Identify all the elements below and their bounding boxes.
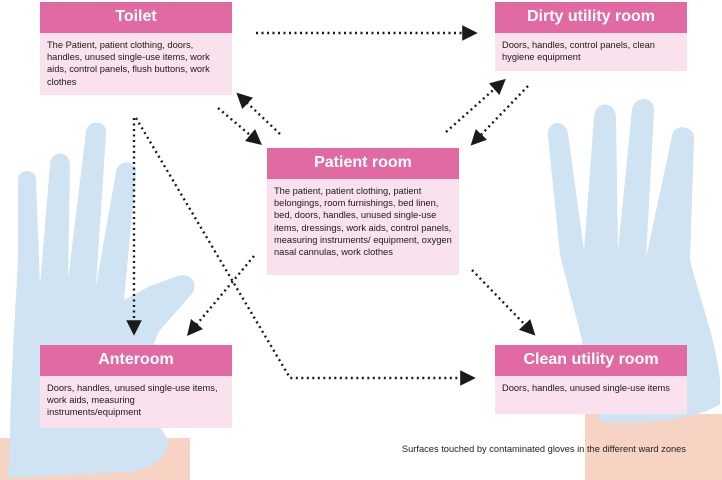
- right-glove-illustration: [547, 98, 722, 480]
- arrow-toilet-to-clean: [134, 117, 476, 386]
- zone-clean-utility-room: Clean utility room Doors, handles, unuse…: [495, 345, 687, 414]
- zone-toilet: Toilet The Patient, patient clothing, do…: [40, 2, 232, 95]
- zone-title: Patient room: [267, 148, 459, 179]
- arrow-dirty-to-patient: [470, 85, 529, 146]
- arrow-patient-to-clean: [471, 269, 536, 336]
- arrow-toilet-to-patient: [217, 107, 262, 146]
- arrow-patient-to-anteroom: [186, 255, 255, 336]
- arrow-patient-to-toilet: [236, 92, 281, 135]
- zone-title: Clean utility room: [495, 345, 687, 376]
- zone-surfaces: The Patient, patient clothing, doors, ha…: [40, 33, 232, 95]
- zone-surfaces: The patient, patient clothing, patient b…: [267, 179, 459, 275]
- zone-surfaces: Doors, handles, unused single-use items: [495, 376, 687, 414]
- zone-dirty-utility-room: Dirty utility room Doors, handles, contr…: [495, 2, 687, 71]
- zone-title: Anteroom: [40, 345, 232, 376]
- arrow-patient-to-dirty: [445, 78, 506, 133]
- zone-surfaces: Doors, handles, control panels, clean hy…: [495, 33, 687, 71]
- diagram-caption: Surfaces touched by contaminated gloves …: [401, 444, 686, 454]
- zone-patient-room: Patient room The patient, patient clothi…: [267, 148, 459, 275]
- zone-surfaces: Doors, handles, unused single-use items,…: [40, 376, 232, 428]
- zone-title: Toilet: [40, 2, 232, 33]
- zone-anteroom: Anteroom Doors, handles, unused single-u…: [40, 345, 232, 428]
- zone-title: Dirty utility room: [495, 2, 687, 33]
